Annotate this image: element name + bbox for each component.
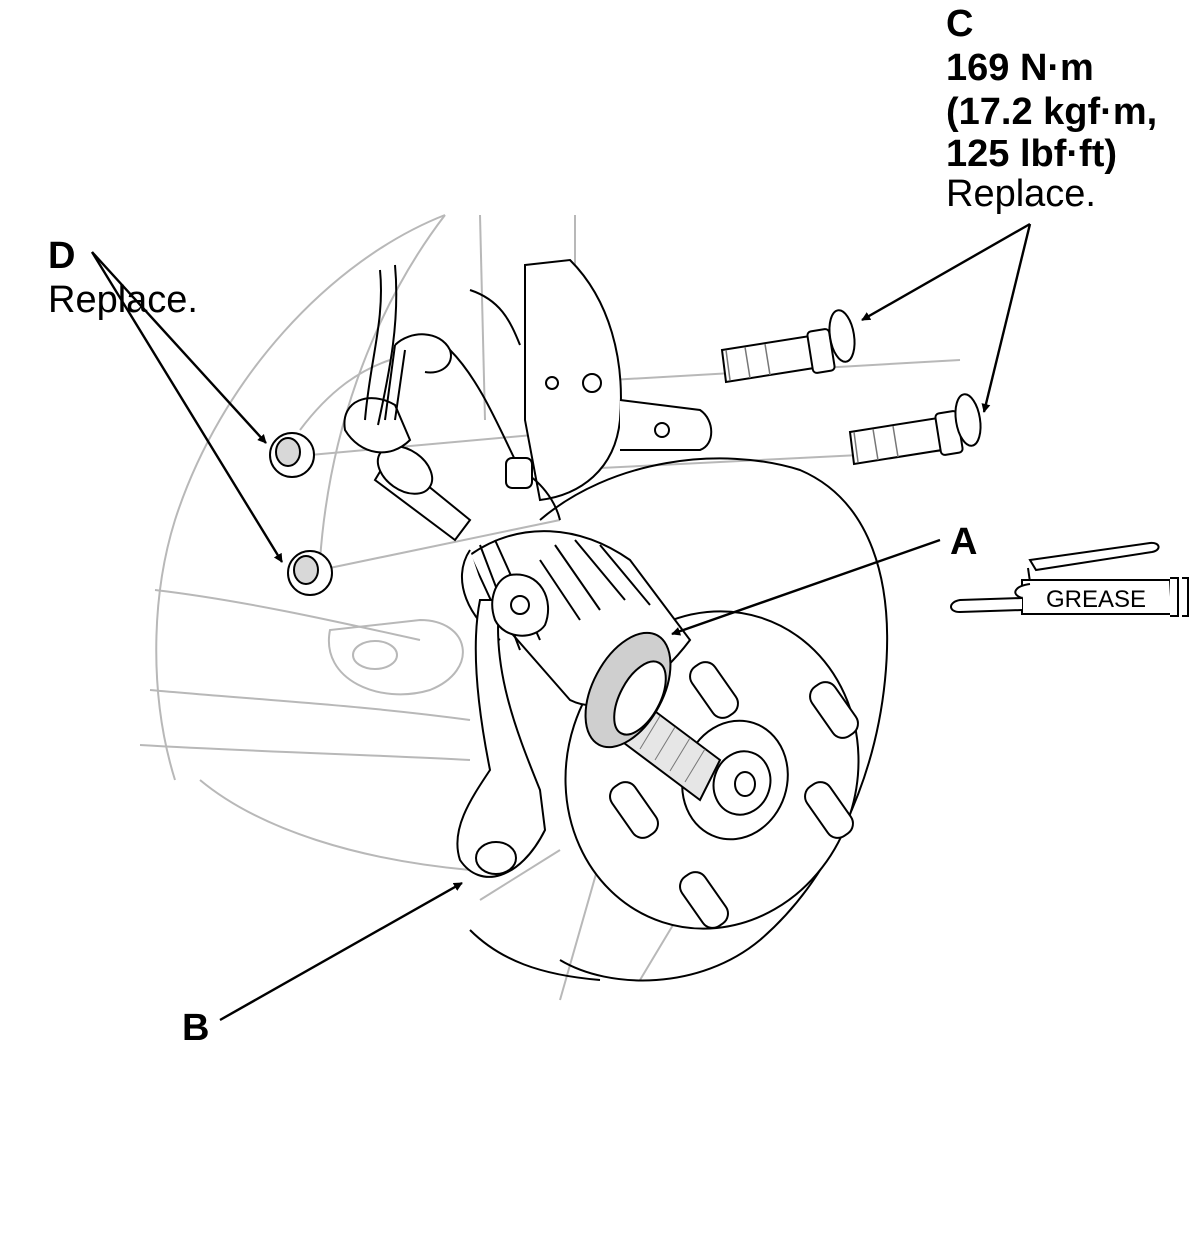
leader-arrows (90, 222, 1032, 1022)
callout-c-torque-lbf: 125 lbf·ft) (946, 133, 1117, 175)
arrow-d-lower (90, 251, 284, 563)
tie-rod (343, 397, 472, 542)
flange-bolts-c (720, 309, 982, 466)
arrow-b (219, 881, 463, 1022)
wheel-studs (609, 661, 859, 929)
callout-c-torque-nm: 169 N·m (946, 47, 1094, 89)
callout-d-letter: D (48, 235, 76, 277)
callout-c-torque-kgf: (17.2 kgf·m, (946, 91, 1158, 133)
arrow-c-lower (981, 223, 1032, 413)
callout-a-letter: A (950, 521, 978, 563)
brake-disc (469, 457, 889, 982)
callout-c-letter: C (946, 3, 974, 45)
grease-label: GREASE (1046, 586, 1146, 613)
arrow-d-upper (91, 251, 267, 444)
flange-nuts-d (269, 432, 333, 596)
arrow-c-upper (861, 222, 1031, 322)
callout-d-note: Replace. (48, 279, 198, 321)
seal-a (584, 631, 672, 749)
arrow-a (671, 538, 941, 636)
abs-sensor-harness (364, 264, 561, 521)
grease-gun-icon: GREASE (950, 541, 1189, 617)
steering-knuckle (456, 258, 713, 878)
callout-b-letter: B (182, 1007, 210, 1049)
callout-c-note: Replace. (946, 173, 1096, 215)
